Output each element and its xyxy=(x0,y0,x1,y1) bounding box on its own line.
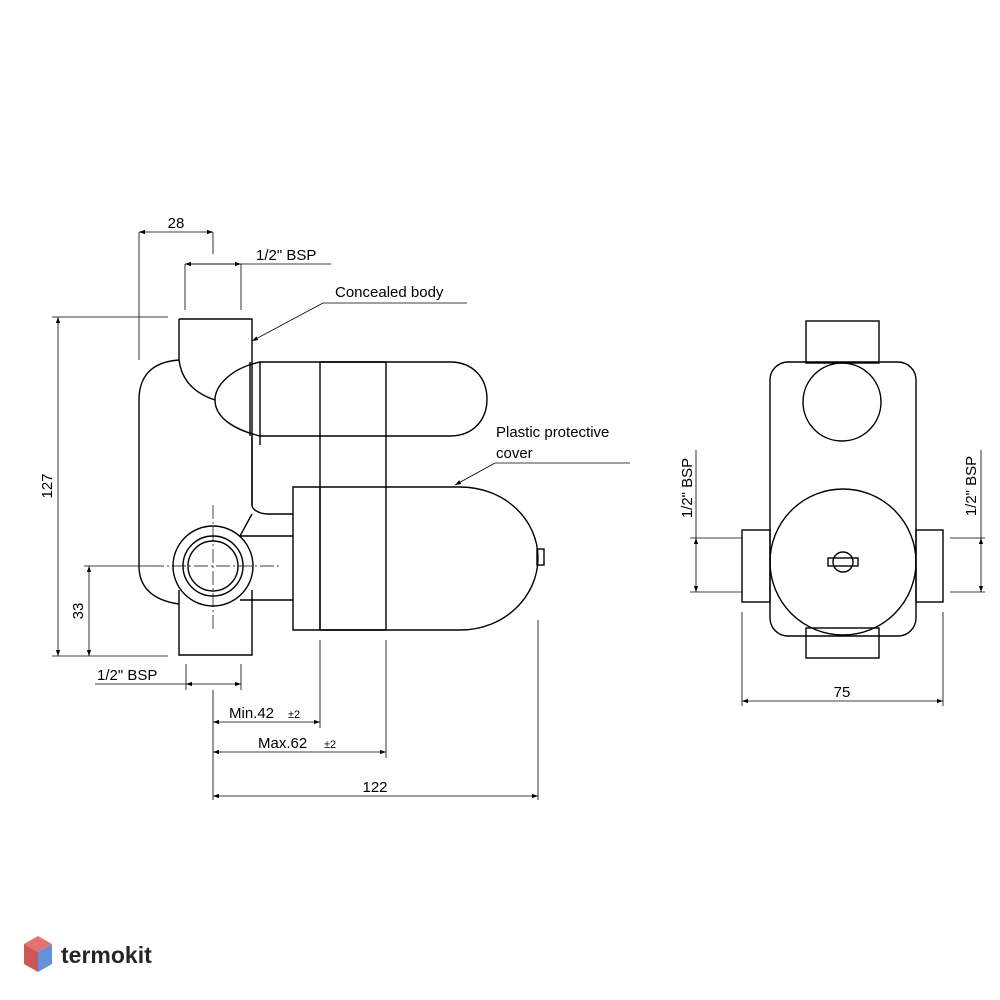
lower-cover xyxy=(292,486,539,631)
cover-disc xyxy=(769,488,917,636)
upper-cylinder xyxy=(259,361,488,437)
callout-concealed-body: Concealed body xyxy=(335,284,444,301)
dim-max: Max.62 xyxy=(258,735,307,752)
front-body xyxy=(769,361,917,637)
body-link xyxy=(251,436,261,505)
dim-min-tol: ±2 xyxy=(288,709,300,721)
dim-thread-right: 1/2" BSP xyxy=(963,456,980,516)
side-view: 28 1/2" BSP Concealed body Plastic prote… xyxy=(39,215,630,800)
callout-cover-line2: cover xyxy=(496,445,533,462)
callout-leader-body xyxy=(251,302,324,342)
body-outline-right xyxy=(251,362,293,515)
dim-height: 127 xyxy=(39,473,56,498)
spindle-slot xyxy=(827,557,859,567)
spindle xyxy=(832,551,854,573)
body-outline-left xyxy=(138,359,180,605)
dim-width: 75 xyxy=(834,684,851,701)
dim-thread-top: 1/2" BSP xyxy=(256,247,316,264)
dim-inlet-height: 33 xyxy=(70,603,87,620)
left-port xyxy=(741,529,771,603)
watermark-text: termokit xyxy=(61,942,152,968)
callout-cover-line1: Plastic protective xyxy=(496,424,609,441)
termokit-watermark: termokit xyxy=(24,936,152,972)
dim-depth: 122 xyxy=(362,779,387,796)
dim-max-tol: ±2 xyxy=(324,739,336,751)
right-port xyxy=(915,529,944,603)
bottom-port xyxy=(805,627,880,659)
logo-facet-right xyxy=(38,944,52,972)
top-connector xyxy=(178,318,253,401)
dim-width-top: 28 xyxy=(168,215,185,232)
elbow-bulb xyxy=(214,361,261,437)
termokit-logo-icon xyxy=(24,936,52,972)
dim-thread-left: 1/2" BSP xyxy=(679,458,696,518)
inlet-link xyxy=(239,513,293,601)
logo-facet-left xyxy=(24,944,38,972)
callout-leader-cover xyxy=(454,462,496,486)
upper-disc xyxy=(802,362,882,442)
dim-min: Min.42 xyxy=(229,705,274,722)
front-plate xyxy=(319,361,387,631)
top-port xyxy=(805,320,880,364)
dim-thread-bottom: 1/2" BSP xyxy=(97,667,157,684)
bottom-connector xyxy=(178,590,253,656)
cover-knob xyxy=(536,548,545,566)
front-view: 1/2" BSP 1/2" BSP 75 xyxy=(679,320,985,706)
